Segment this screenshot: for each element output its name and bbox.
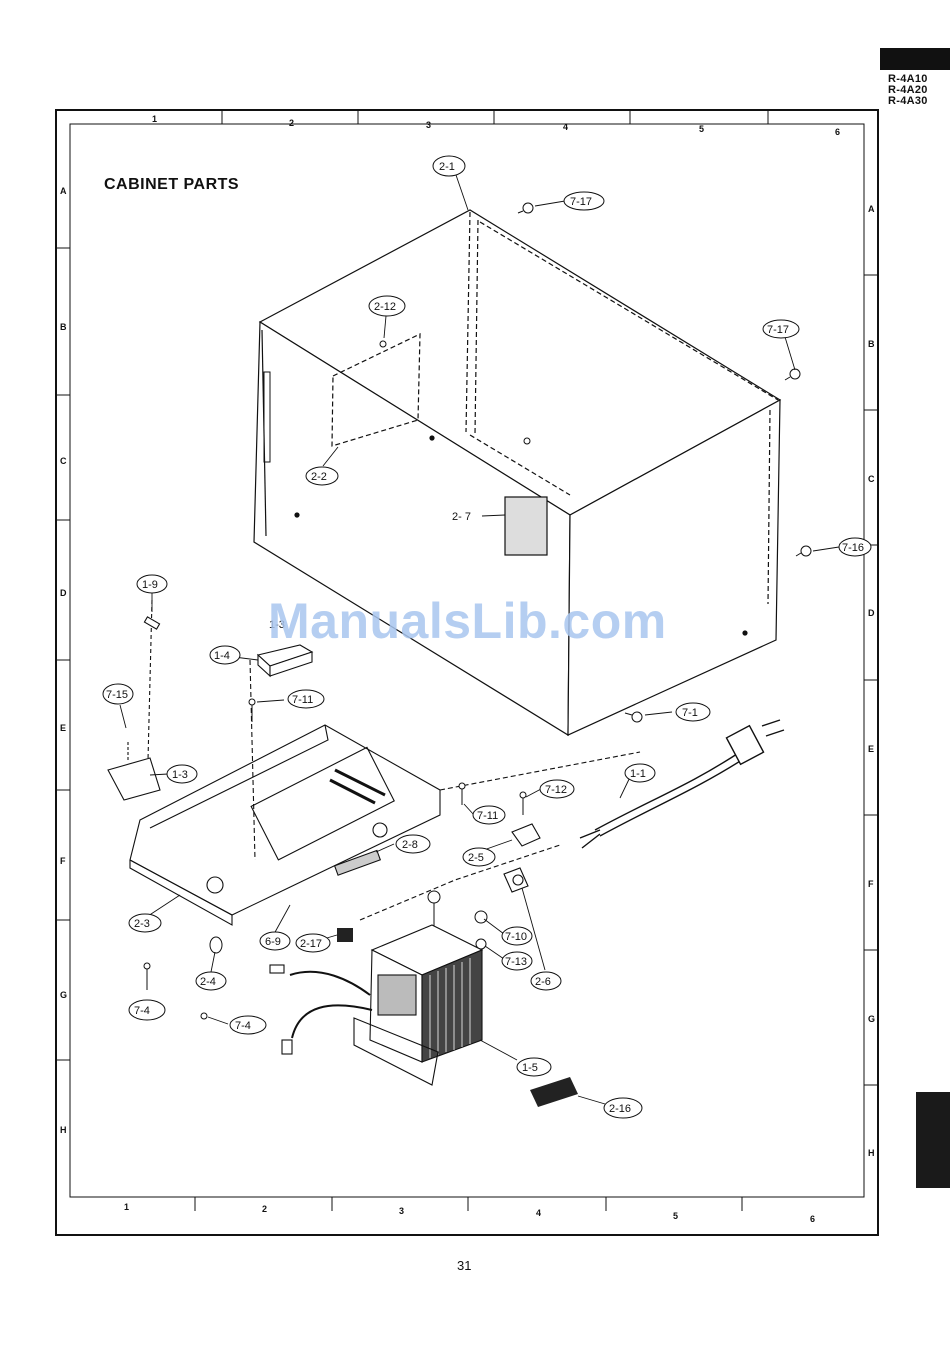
callout-7-11-upper: 7-11	[292, 694, 313, 706]
callout-7-12: 7-12	[545, 784, 567, 796]
part-2-17-drawing	[337, 928, 353, 942]
row-label-left-b: B	[60, 322, 67, 332]
callout-7-11-lower: 7-11	[477, 810, 498, 822]
col-label-top-3: 3	[426, 120, 431, 130]
row-label-left-a: A	[60, 186, 67, 196]
col-label-bottom-2: 2	[262, 1204, 267, 1214]
col-label-bottom-4: 4	[536, 1208, 541, 1218]
col-label-bottom-3: 3	[399, 1206, 404, 1216]
col-label-bottom-5: 5	[673, 1211, 678, 1221]
callout-2-2: 2-2	[311, 471, 327, 483]
callout-1-4: 1-4	[214, 650, 230, 662]
row-label-left-g: G	[60, 990, 67, 1000]
callout-2-8: 2-8	[402, 839, 418, 851]
row-label-right-c: C	[868, 474, 875, 484]
col-label-top-6: 6	[835, 127, 840, 137]
callout-1-9: 1-9	[142, 579, 158, 591]
callout-1-5: 1-5	[522, 1062, 538, 1074]
power-cord-drawing	[580, 720, 784, 848]
row-label-right-d: D	[868, 608, 875, 618]
callout-2-3: 2-3	[134, 918, 150, 930]
col-label-bottom-1: 1	[124, 1202, 129, 1212]
cord-clamp-drawing	[504, 824, 540, 892]
callout-1-1: 1-1	[630, 768, 646, 780]
row-label-right-g: G	[868, 1014, 875, 1024]
row-label-left-c: C	[60, 456, 67, 466]
callout-7-17-top: 7-17	[570, 196, 592, 208]
callout-7-15: 7-15	[106, 689, 128, 701]
row-label-left-f: F	[60, 856, 66, 866]
col-label-top-5: 5	[699, 124, 704, 134]
row-label-right-b: B	[868, 339, 875, 349]
part-2-16-drawing	[530, 1077, 578, 1107]
callout-1-3-lower: 1-3	[172, 769, 188, 781]
callout-7-4-right: 7-4	[235, 1020, 251, 1032]
row-label-left-h: H	[60, 1125, 67, 1135]
callout-7-1: 7-1	[682, 707, 698, 719]
callout-6-9: 6-9	[265, 936, 281, 948]
col-label-bottom-6: 6	[810, 1214, 815, 1224]
callout-2-1: 2-1	[439, 161, 455, 173]
callout-7-4-left: 7-4	[134, 1005, 150, 1017]
callout-2-17: 2-17	[300, 938, 322, 950]
callout-7-16: 7-16	[842, 542, 864, 554]
row-label-left-d: D	[60, 588, 67, 598]
callout-7-13: 7-13	[505, 956, 527, 968]
row-label-right-h: H	[868, 1148, 875, 1158]
callout-2-16: 2-16	[609, 1103, 631, 1115]
col-label-top-4: 4	[563, 122, 568, 132]
col-label-top-1: 1	[152, 114, 157, 124]
row-label-right-f: F	[868, 879, 874, 889]
row-label-right-a: A	[868, 204, 875, 214]
callout-2-12: 2-12	[374, 301, 396, 313]
callout-7-17-right: 7-17	[767, 324, 789, 336]
row-label-right-e: E	[868, 744, 874, 754]
callout-7-10: 7-10	[505, 931, 527, 943]
page-number: 31	[457, 1258, 471, 1273]
col-label-top-2: 2	[289, 118, 294, 128]
callout-2-4: 2-4	[200, 976, 216, 988]
row-label-left-e: E	[60, 723, 66, 733]
callout-2-5: 2-5	[468, 852, 484, 864]
callout-2-6: 2-6	[535, 976, 551, 988]
watermark: ManualsLib.com	[268, 592, 667, 650]
callout-2-7: 2- 7	[452, 511, 471, 523]
diagram-title: CABINET PARTS	[104, 176, 239, 194]
